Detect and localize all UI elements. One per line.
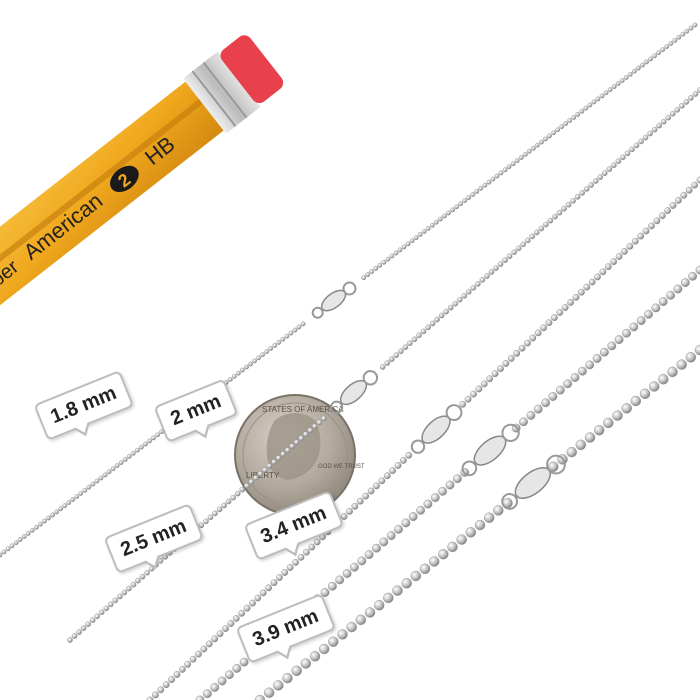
bead-chain [254, 344, 700, 700]
coin: STATES OF AMERICA LIBERTY GOD WE TRUST [234, 394, 365, 516]
bead-chain [67, 87, 700, 643]
pencil-ferrule [182, 51, 261, 134]
lobster-clasp-icon [410, 404, 463, 454]
pencil-number-badge [110, 165, 139, 193]
lobster-clasp-icon [311, 281, 357, 319]
coin-text-left: LIBERTY [246, 471, 280, 480]
bead-chain [146, 176, 700, 700]
pencil-body [0, 81, 224, 316]
lobster-clasp-icon [461, 423, 520, 477]
lobster-clasp-icon [501, 454, 566, 510]
lobster-clasp-icon [330, 370, 379, 414]
coin-text-right: GOD WE TRUST [318, 464, 365, 470]
chains-group [0, 22, 700, 700]
pencil: ber American 2 HB [0, 35, 284, 316]
bead-chain [0, 22, 698, 558]
coin-text-top: STATES OF AMERICA [262, 405, 344, 414]
pencil-eraser [220, 35, 284, 104]
